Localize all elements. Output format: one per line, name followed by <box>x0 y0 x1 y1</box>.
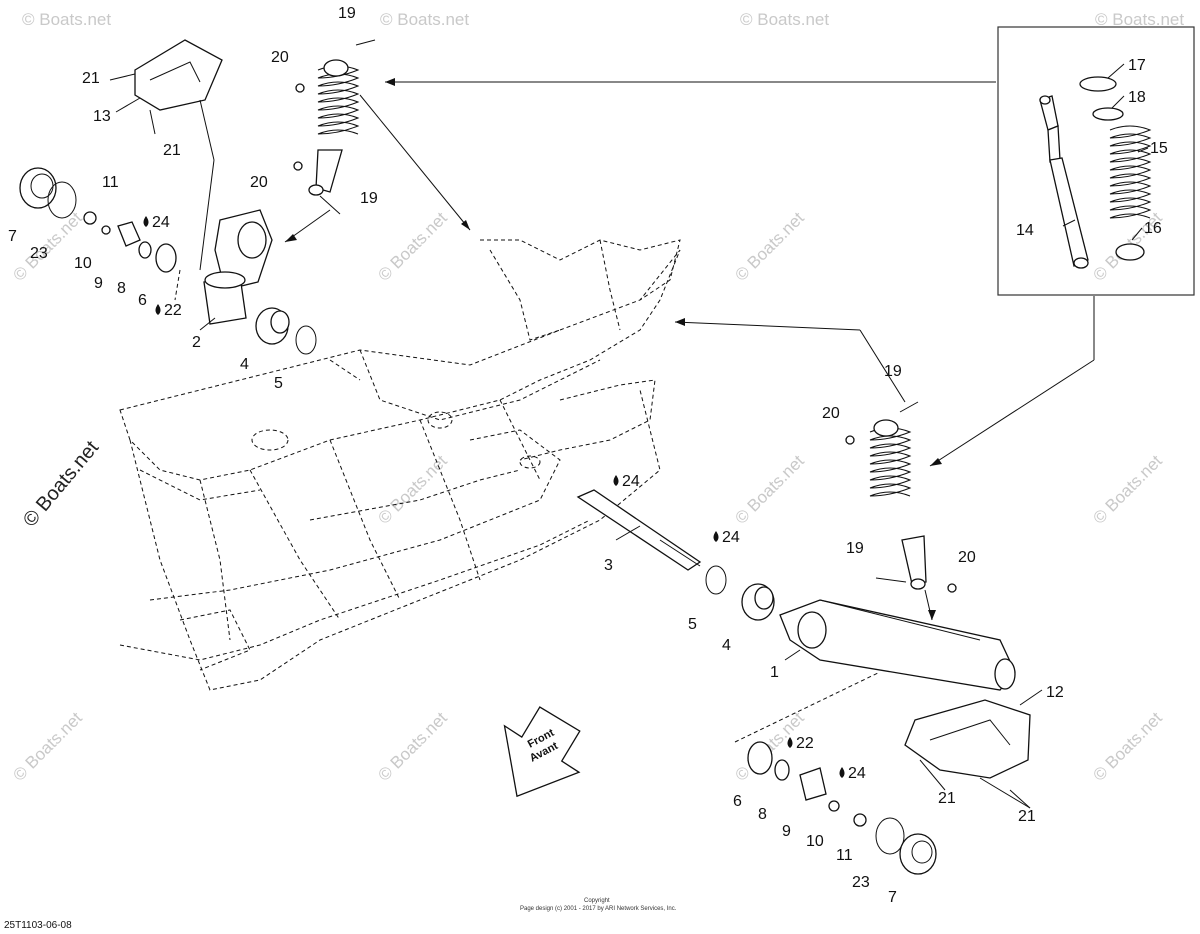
callout-label: 3 <box>604 557 613 574</box>
shaft <box>576 489 702 571</box>
callout-label: 6 <box>138 292 147 309</box>
callout-label: 19 <box>884 363 902 380</box>
watermark: © Boats.net <box>1095 10 1184 29</box>
callout-label: 19 <box>846 540 864 557</box>
callout-label: 24 <box>622 473 640 490</box>
callout-label: 10 <box>74 255 92 272</box>
leader-lines <box>109 63 1149 809</box>
callout-label: 20 <box>958 549 976 566</box>
callout-label: 18 <box>1128 89 1146 106</box>
bearings <box>255 307 775 621</box>
callout-label: 21 <box>1018 808 1036 825</box>
callout-label: 9 <box>94 275 103 292</box>
hub-left <box>19 167 177 273</box>
watermark: © Boats.net <box>1089 708 1166 785</box>
callout-label: 23 <box>852 874 870 891</box>
callout-label: 22 <box>164 302 182 319</box>
callout-label: 7 <box>8 228 17 245</box>
guard-12 <box>904 699 1031 779</box>
drop-icon <box>613 475 619 486</box>
front-direction-arrow: Front Avant <box>503 706 581 798</box>
callout-label: 14 <box>1016 222 1034 239</box>
callout-label: 1 <box>770 664 779 681</box>
callout-label: 20 <box>271 49 289 66</box>
copyright-title: Copyright <box>584 898 610 904</box>
upper-shock <box>293 39 376 215</box>
callout-label: 5 <box>688 616 697 633</box>
watermark: © Boats.net <box>731 451 808 528</box>
callout-label: 9 <box>782 823 791 840</box>
footer: Copyright Page design (c) 2001 - 2017 by… <box>4 898 677 931</box>
callout-label: 5 <box>274 375 283 392</box>
callout-label: 19 <box>338 5 356 22</box>
callout-label: 20 <box>822 405 840 422</box>
watermark: © Boats.net <box>374 708 451 785</box>
drop-icon <box>713 531 719 542</box>
drop-icon <box>839 767 845 778</box>
callout-label: 17 <box>1128 57 1146 74</box>
watermark-main: © Boats.net <box>19 436 103 531</box>
callout-label: 15 <box>1150 140 1168 157</box>
guard-13 <box>134 39 223 111</box>
callout-label: 21 <box>82 70 100 87</box>
lubricant-drop-icons <box>143 216 845 778</box>
hub-right <box>747 741 937 875</box>
callout-label: 11 <box>836 847 853 864</box>
callout-label: 6 <box>733 793 742 810</box>
watermark: © Boats.net <box>740 10 829 29</box>
shock-damper <box>1039 95 1089 269</box>
callout-label: 22 <box>796 735 814 752</box>
callout-label: 4 <box>722 637 731 654</box>
drawing-code: 25T1103-06-08 <box>4 920 72 931</box>
callout-label: 12 <box>1046 684 1064 701</box>
callout-label: 8 <box>758 806 767 823</box>
drop-icon <box>143 216 149 227</box>
watermark: © Boats.net <box>731 208 808 285</box>
callout-label: 19 <box>360 190 378 207</box>
callout-label: 23 <box>30 245 48 262</box>
callout-label: 21 <box>938 790 956 807</box>
copyright-text: Page design (c) 2001 - 2017 by ARI Netwo… <box>520 906 677 912</box>
watermark: © Boats.net <box>22 10 111 29</box>
callout-label: 16 <box>1144 220 1162 237</box>
callout-label: 10 <box>806 833 824 850</box>
watermark: © Boats.net <box>374 451 451 528</box>
lower-shock <box>845 401 957 593</box>
shock-detail-inset <box>997 26 1195 296</box>
callout-label: 20 <box>250 174 268 191</box>
watermark: © Boats.net <box>380 10 469 29</box>
callout-label: 11 <box>102 174 119 191</box>
shock-spring <box>1079 76 1152 261</box>
atv-frame <box>119 239 681 691</box>
watermark: © Boats.net <box>1089 451 1166 528</box>
callout-labels: 19 20 21 13 21 20 19 11 7 23 24 10 9 8 6… <box>8 5 1168 906</box>
drop-icon <box>155 304 161 315</box>
callout-label: 4 <box>240 356 249 373</box>
callout-label: 24 <box>848 765 866 782</box>
swing-arm <box>779 599 1016 691</box>
callout-label: 21 <box>163 142 181 159</box>
drop-icon <box>787 737 793 748</box>
callout-label: 13 <box>93 108 111 125</box>
callout-label: 24 <box>152 214 170 231</box>
callout-label: 8 <box>117 280 126 297</box>
swing-arm-left <box>203 209 273 325</box>
callout-label: 24 <box>722 529 740 546</box>
watermark: © Boats.net <box>374 208 451 285</box>
callout-label: 7 <box>888 889 897 906</box>
callout-label: 2 <box>192 334 201 351</box>
watermark: © Boats.net <box>9 708 86 785</box>
